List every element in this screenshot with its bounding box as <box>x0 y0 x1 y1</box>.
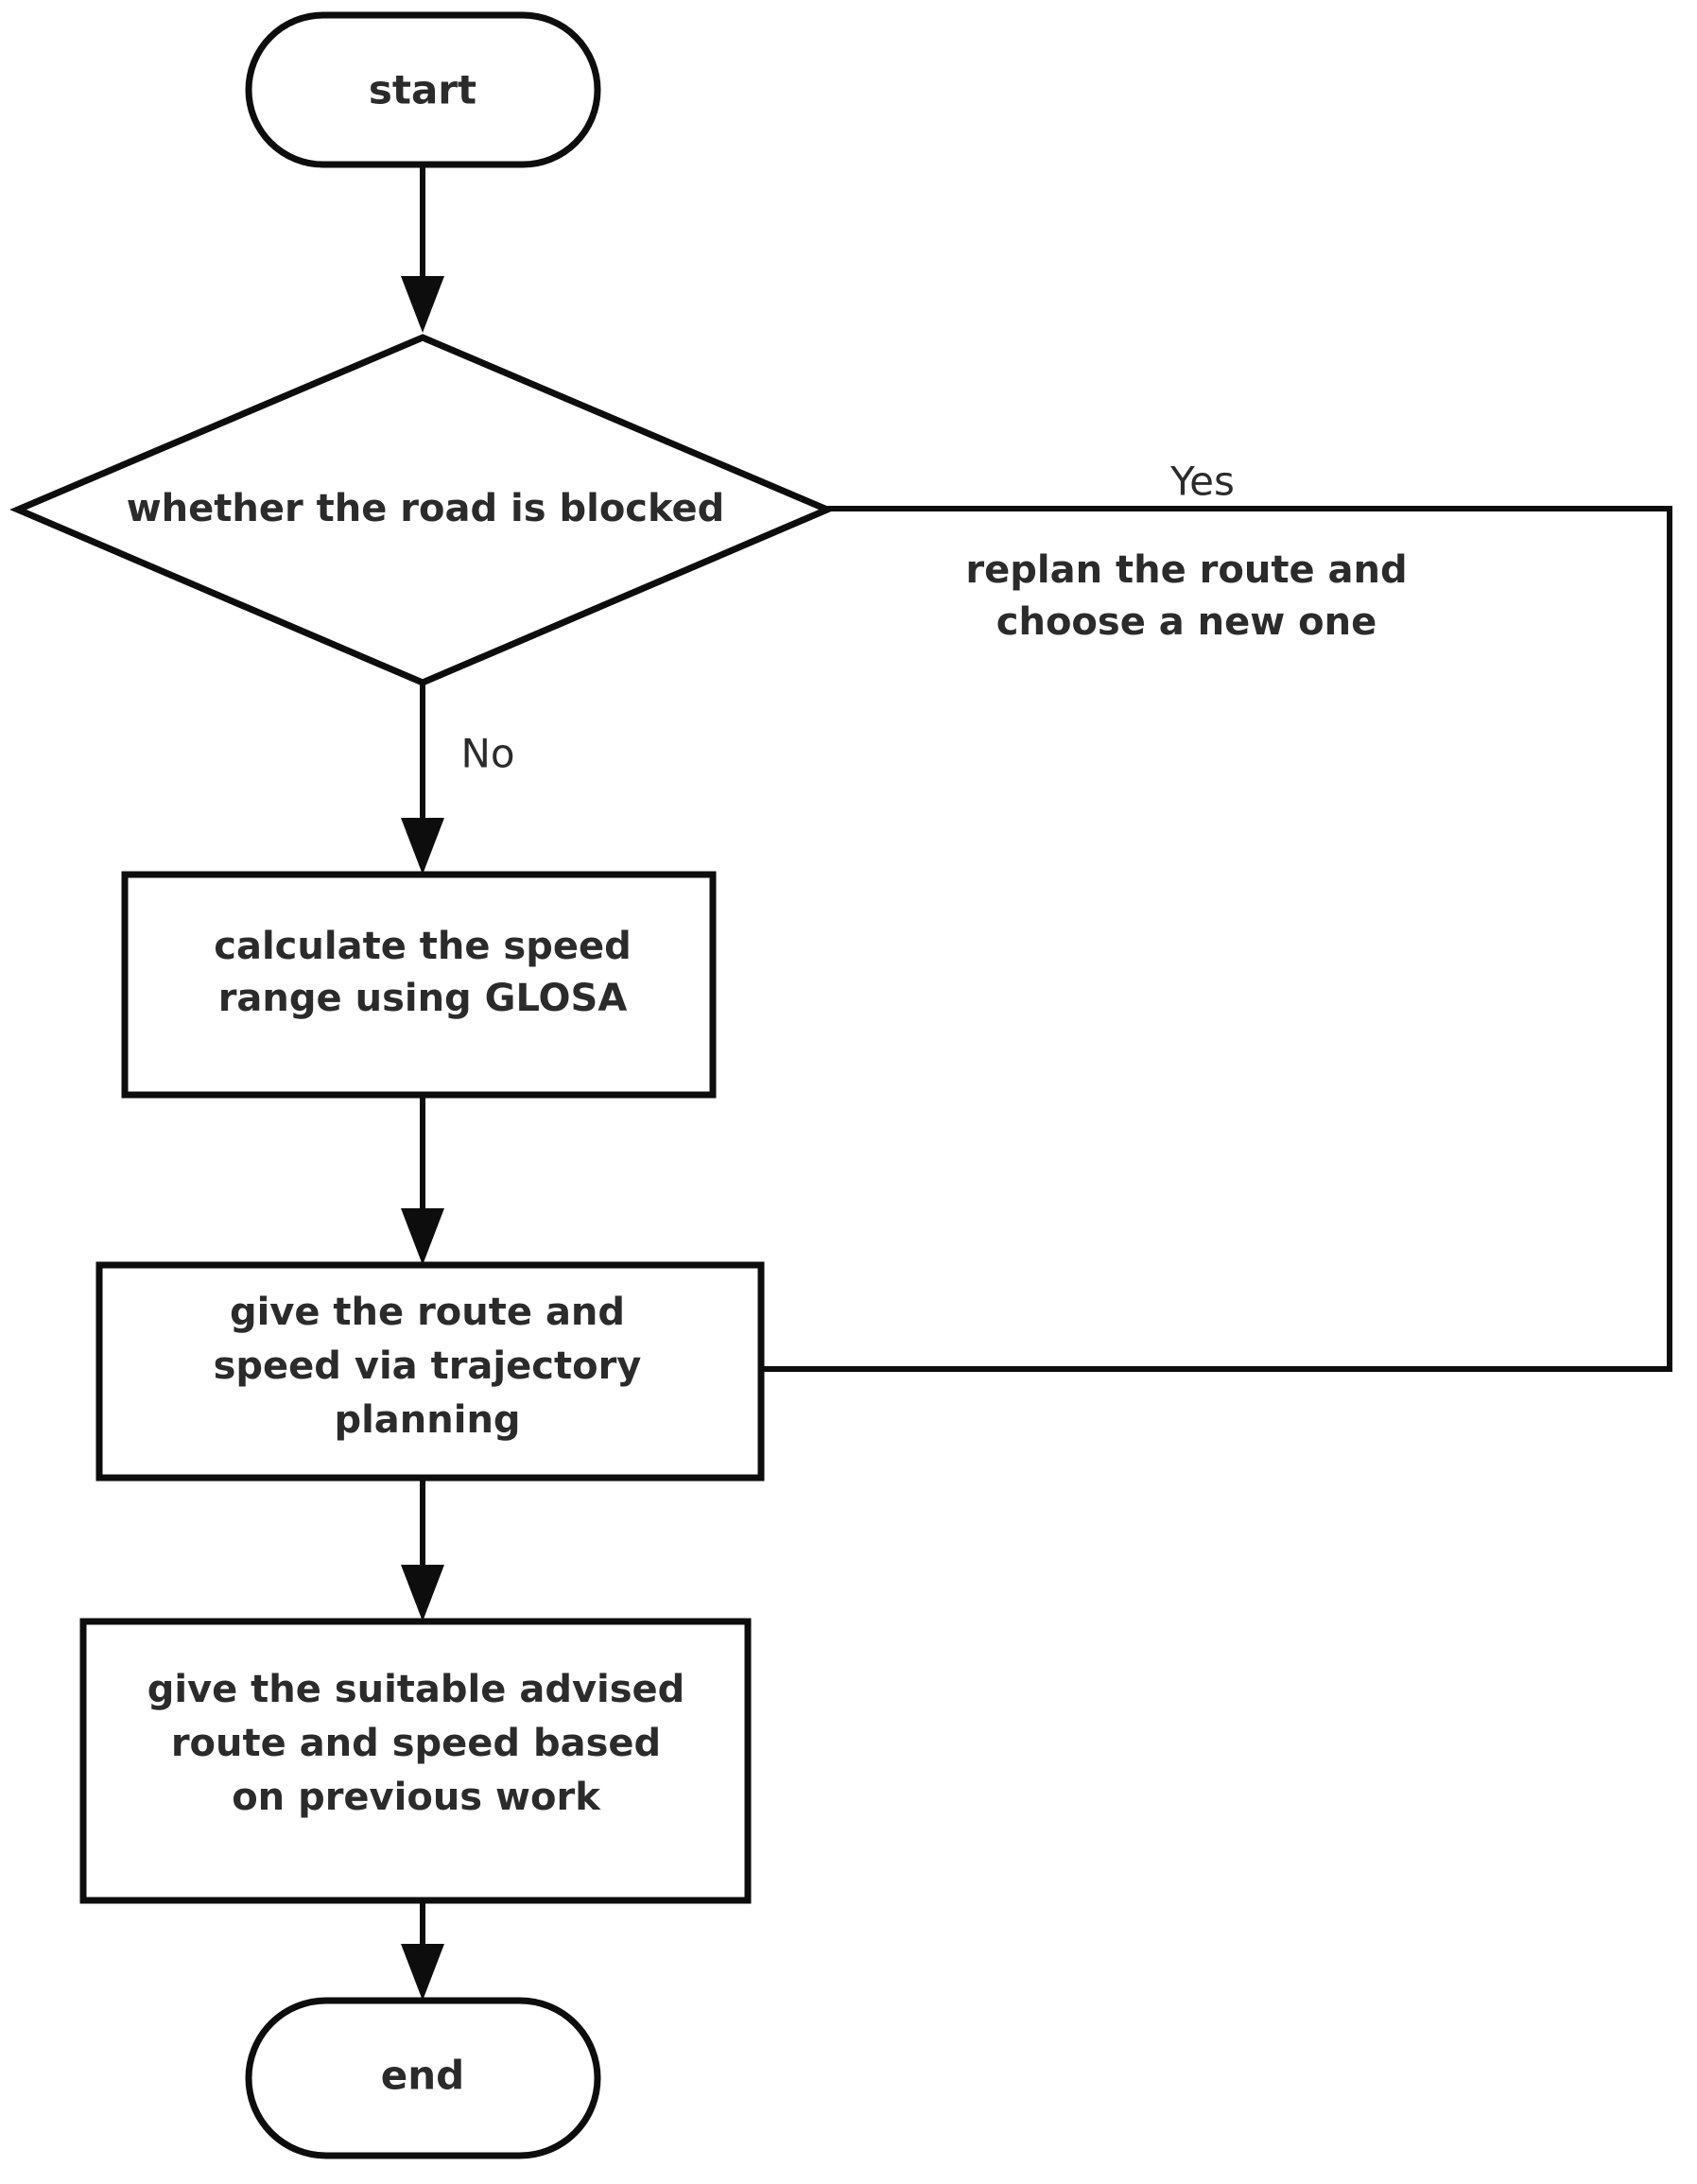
trajectory-label-line2: speed via trajectory <box>214 1344 642 1388</box>
end-terminator-shape <box>245 1997 601 2159</box>
node-decision[interactable]: whether the road is blocked <box>9 334 836 686</box>
node-trajectory[interactable]: give the route and speed via trajectory … <box>95 1261 765 1482</box>
advised-label-line2: route and speed based <box>171 1722 661 1765</box>
glosa-label-line1: calculate the speed <box>214 925 631 968</box>
edge-glosa-to-trajectory-arrowhead <box>401 1208 444 1265</box>
edge-trajectory-to-advised <box>401 1478 444 1621</box>
edge-advised-to-end-arrowhead <box>401 1944 444 2001</box>
trajectory-box-shape <box>95 1261 765 1482</box>
edge-start-to-decision-arrowhead <box>401 276 444 333</box>
edge-label-no: No <box>460 731 514 777</box>
trajectory-label-line1: give the route and <box>230 1291 625 1334</box>
start-label: start <box>369 67 476 113</box>
edge-start-to-decision <box>401 167 444 333</box>
edge-note-replan-line1: replan the route and <box>965 548 1407 592</box>
trajectory-label-line3: planning <box>334 1398 520 1442</box>
node-end[interactable]: end <box>245 1997 601 2159</box>
edge-decision-no <box>401 683 444 875</box>
start-terminator-shape <box>245 11 601 168</box>
edge-decision-no-arrowhead <box>401 818 444 875</box>
node-glosa[interactable]: calculate the speed range using GLOSA <box>121 871 717 1099</box>
edge-decision-yes-line <box>761 506 1672 1372</box>
edge-glosa-to-trajectory <box>401 1095 444 1265</box>
advised-label-line3: on previous work <box>232 1776 601 1819</box>
decision-label: whether the road is blocked <box>127 487 725 530</box>
edge-advised-to-end <box>401 1900 444 2001</box>
end-label: end <box>381 2053 464 2099</box>
advised-label-line1: give the suitable advised <box>147 1668 685 1711</box>
glosa-label-line2: range using GLOSA <box>218 977 628 1020</box>
edge-note-replan-line2: choose a new one <box>996 600 1377 644</box>
node-advised[interactable]: give the suitable advised route and spee… <box>79 1618 752 1904</box>
edge-trajectory-to-advised-arrowhead <box>401 1565 444 1621</box>
edge-label-yes: Yes <box>1169 459 1235 505</box>
advised-box-shape <box>79 1618 752 1904</box>
node-start[interactable]: start <box>245 11 601 168</box>
glosa-box-shape <box>121 871 717 1099</box>
